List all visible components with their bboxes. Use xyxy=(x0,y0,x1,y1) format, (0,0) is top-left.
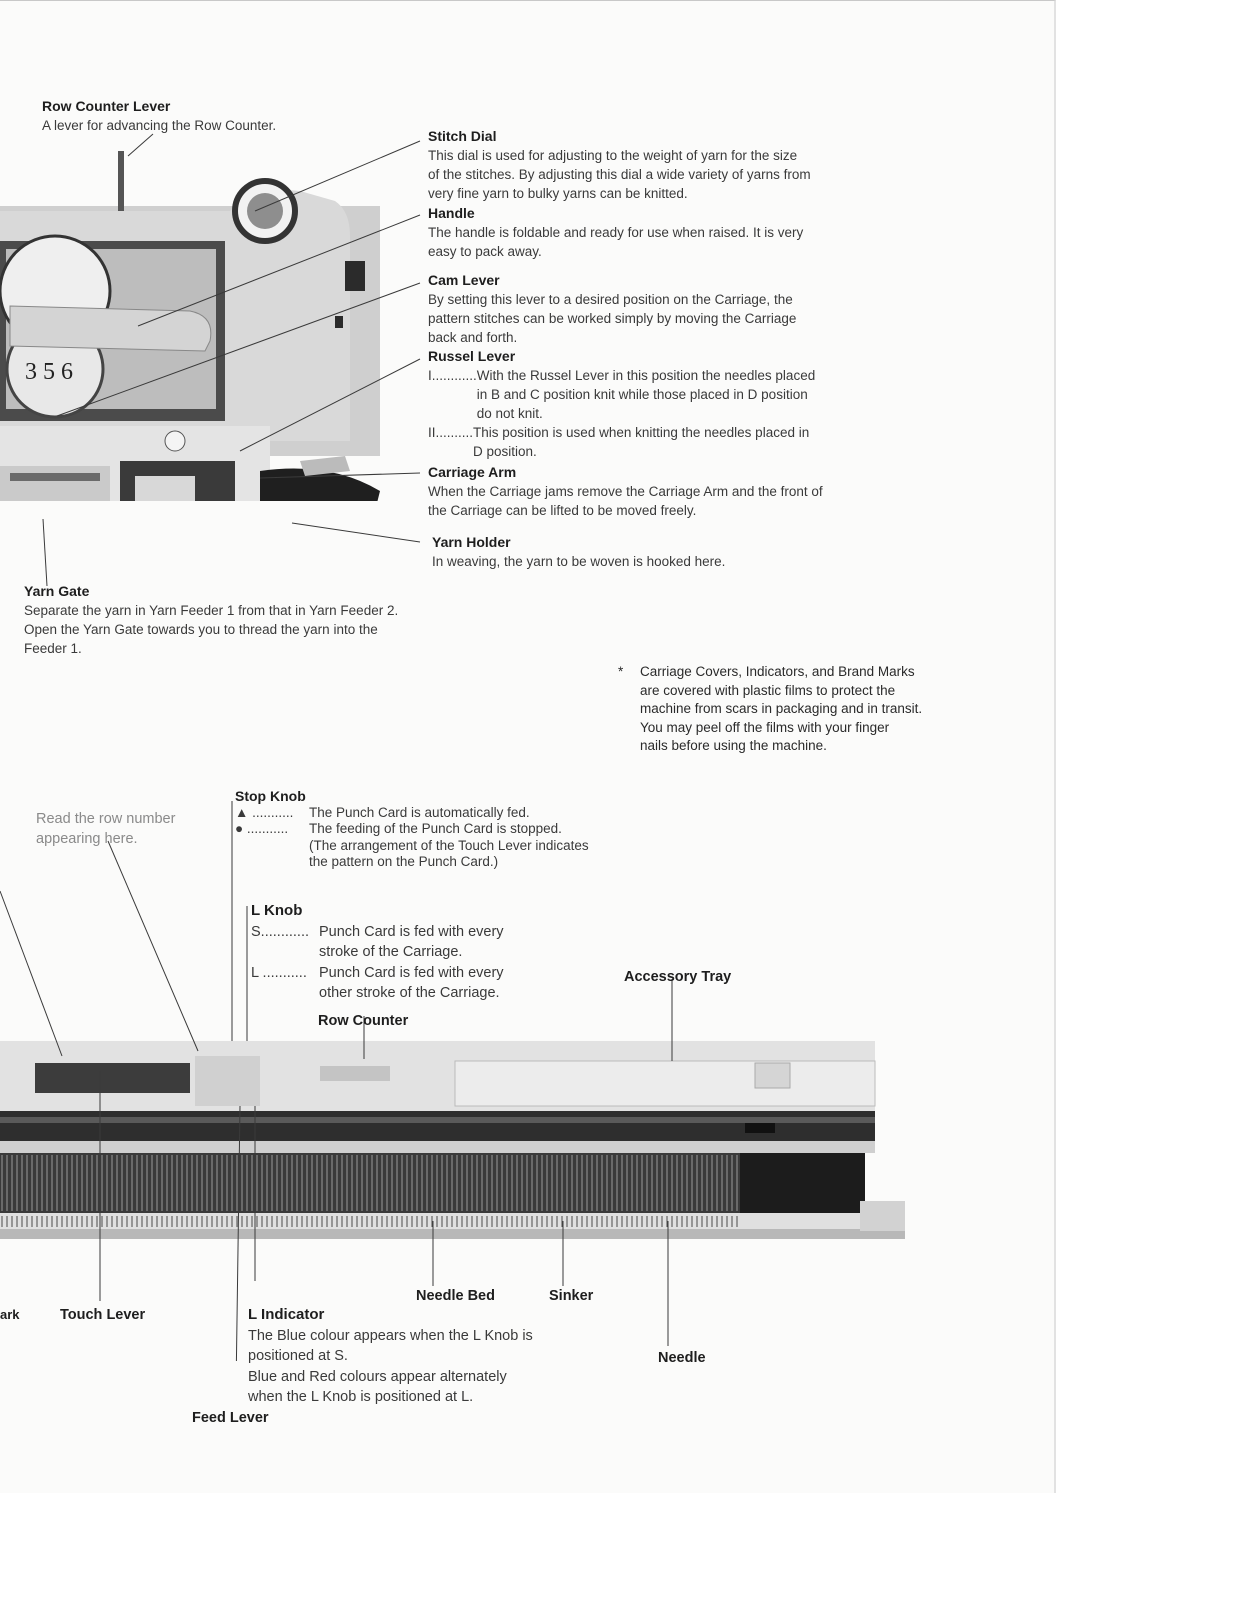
stop-knob-line: the pattern on the Punch Card.) xyxy=(309,854,499,869)
cam-lever-line: back and forth. xyxy=(428,330,518,345)
yarn-gate-title: Yarn Gate xyxy=(24,583,90,599)
mark-label-fragment: ark xyxy=(0,1307,20,1322)
russel-lever-item: II.......... This position is used when … xyxy=(428,423,888,461)
row-counter-lever-title: Row Counter Lever xyxy=(42,98,171,114)
svg-text:3 5 6: 3 5 6 xyxy=(25,359,73,385)
note-line: are covered with plastic films to protec… xyxy=(640,682,896,698)
cam-lever-line: pattern stitches can be worked simply by… xyxy=(428,311,797,326)
russel-lever-line: do not knit. xyxy=(476,406,543,421)
accessory-tray-label: Accessory Tray xyxy=(624,969,732,985)
l-knob-item: S............ Punch Card is fed with eve… xyxy=(251,922,561,963)
row-counter-lever-annotation: Row Counter Lever A lever for advancing … xyxy=(42,97,362,135)
russel-lever-line: in B and C position knit while those pla… xyxy=(476,387,808,402)
touch-lever-label: Touch Lever xyxy=(60,1307,146,1323)
l-knob-key: S............ xyxy=(251,923,310,940)
cam-lever-title: Cam Lever xyxy=(428,272,500,288)
l-knob-annotation: L Knob S............ Punch Card is fed w… xyxy=(251,901,561,1004)
feed-lever-label: Feed Lever xyxy=(192,1410,269,1426)
upper-leader-lines xyxy=(42,133,421,587)
note-line: You may peel off the films with your fin… xyxy=(640,719,890,735)
russel-lever-line: With the Russel Lever in this position t… xyxy=(476,368,816,383)
protective-film-note: * Carriage Covers, Indicators, and Brand… xyxy=(618,663,985,756)
yarn-holder-title: Yarn Holder xyxy=(432,534,511,550)
cam-lever-line: By setting this lever to a desired posit… xyxy=(428,292,793,307)
carriage-arm-title: Carriage Arm xyxy=(428,464,517,480)
l-indicator-line: The Blue colour appears when the L Knob … xyxy=(248,1327,533,1344)
handle-line: The handle is foldable and ready for use… xyxy=(428,225,804,240)
russel-lever-line: This position is used when knitting the … xyxy=(473,425,810,440)
note-asterisk: * xyxy=(618,664,624,679)
l-knob-key: L ........... xyxy=(251,964,307,981)
stop-knob-line: The feeding of the Punch Card is stopped… xyxy=(309,821,562,836)
stitch-dial-line: very fine yarn to bulky yarns can be kni… xyxy=(428,186,688,201)
machine-bed-photo xyxy=(0,1041,905,1239)
carriage-arm-line: the Carriage can be lifted to be moved f… xyxy=(428,503,697,518)
stop-knob-item: ● ........... The feeding of the Punch C… xyxy=(235,821,695,871)
stop-knob-annotation: Stop Knob ▲ ........... The Punch Card i… xyxy=(235,788,695,871)
yarn-gate-annotation: Yarn Gate Separate the yarn in Yarn Feed… xyxy=(24,582,494,658)
stitch-dial-line: This dial is used for adjusting to the w… xyxy=(428,148,798,163)
stitch-dial-annotation: Stitch Dial This dial is used for adjust… xyxy=(428,127,888,203)
l-indicator-annotation: L Indicator The Blue colour appears when… xyxy=(248,1305,608,1408)
note-line: Carriage Covers, Indicators, and Brand M… xyxy=(640,664,915,679)
russel-lever-line: D position. xyxy=(473,444,537,459)
stop-knob-line: (The arrangement of the Touch Lever indi… xyxy=(309,837,589,853)
l-knob-line: Punch Card is fed with every xyxy=(319,923,504,940)
russel-lever-title: Russel Lever xyxy=(428,348,516,364)
l-indicator-line: positioned at S. xyxy=(248,1348,348,1364)
yarn-gate-line: Separate the yarn in Yarn Feeder 1 from … xyxy=(24,603,399,618)
l-knob-line: other stroke of the Carriage. xyxy=(319,985,500,1001)
russel-lever-item: I............ With the Russel Lever in t… xyxy=(428,366,888,423)
handle-title: Handle xyxy=(428,205,475,221)
l-knob-item: L ........... Punch Card is fed with eve… xyxy=(251,963,561,1004)
stop-knob-key: ▲ ........... xyxy=(235,804,294,820)
needle-bed-label: Needle Bed xyxy=(416,1288,495,1304)
needle-label: Needle xyxy=(658,1350,706,1366)
l-indicator-line: when the L Knob is positioned at L. xyxy=(248,1389,474,1405)
russel-lever-key: II.......... xyxy=(428,425,474,440)
l-knob-line: stroke of the Carriage. xyxy=(319,944,463,960)
russel-lever-key: I............ xyxy=(428,368,477,383)
stop-knob-line: The Punch Card is automatically fed. xyxy=(309,804,530,820)
carriage-arm-line: When the Carriage jams remove the Carria… xyxy=(428,484,823,499)
stitch-dial-title: Stitch Dial xyxy=(428,128,497,144)
carriage-arm-annotation: Carriage Arm When the Carriage jams remo… xyxy=(428,463,888,520)
stop-knob-title: Stop Knob xyxy=(235,788,306,804)
yarn-holder-text: In weaving, the yarn to be woven is hook… xyxy=(432,554,726,569)
russel-lever-annotation: Russel Lever I............ With the Russ… xyxy=(428,347,888,461)
stitch-dial-line: of the stitches. By adjusting this dial … xyxy=(428,167,811,182)
handle-line: easy to pack away. xyxy=(428,244,542,259)
l-indicator-line: Blue and Red colours appear alternately xyxy=(248,1368,507,1385)
manual-page: 3 5 6 Row Counter Lever A l xyxy=(0,0,1056,1493)
carriage-photo: 3 5 6 xyxy=(0,151,380,501)
handle-annotation: Handle The handle is foldable and ready … xyxy=(428,204,888,261)
l-knob-title: L Knob xyxy=(251,902,303,919)
note-line: machine from scars in packaging and in t… xyxy=(640,701,923,716)
note-line: nails before using the machine. xyxy=(640,738,827,753)
yarn-gate-line: Open the Yarn Gate towards you to thread… xyxy=(24,622,378,637)
read-row-line: Read the row number xyxy=(36,811,176,827)
l-indicator-title: L Indicator xyxy=(248,1306,325,1323)
sinker-label: Sinker xyxy=(549,1288,594,1304)
cam-lever-annotation: Cam Lever By setting this lever to a des… xyxy=(428,271,888,347)
row-counter-lever-text: A lever for advancing the Row Counter. xyxy=(42,118,277,133)
row-counter-label: Row Counter xyxy=(318,1013,409,1029)
yarn-holder-annotation: Yarn Holder In weaving, the yarn to be w… xyxy=(432,533,872,571)
l-knob-line: Punch Card is fed with every xyxy=(319,964,504,981)
stop-knob-item: ▲ ........... The Punch Card is automati… xyxy=(235,805,695,822)
lower-leader-lines xyxy=(0,801,673,1361)
read-row-line: appearing here. xyxy=(36,831,138,847)
stop-knob-key: ● ........... xyxy=(235,821,289,836)
yarn-gate-line: Feeder 1. xyxy=(24,641,82,656)
read-row-number-annotation: Read the row number appearing here. xyxy=(36,809,236,849)
